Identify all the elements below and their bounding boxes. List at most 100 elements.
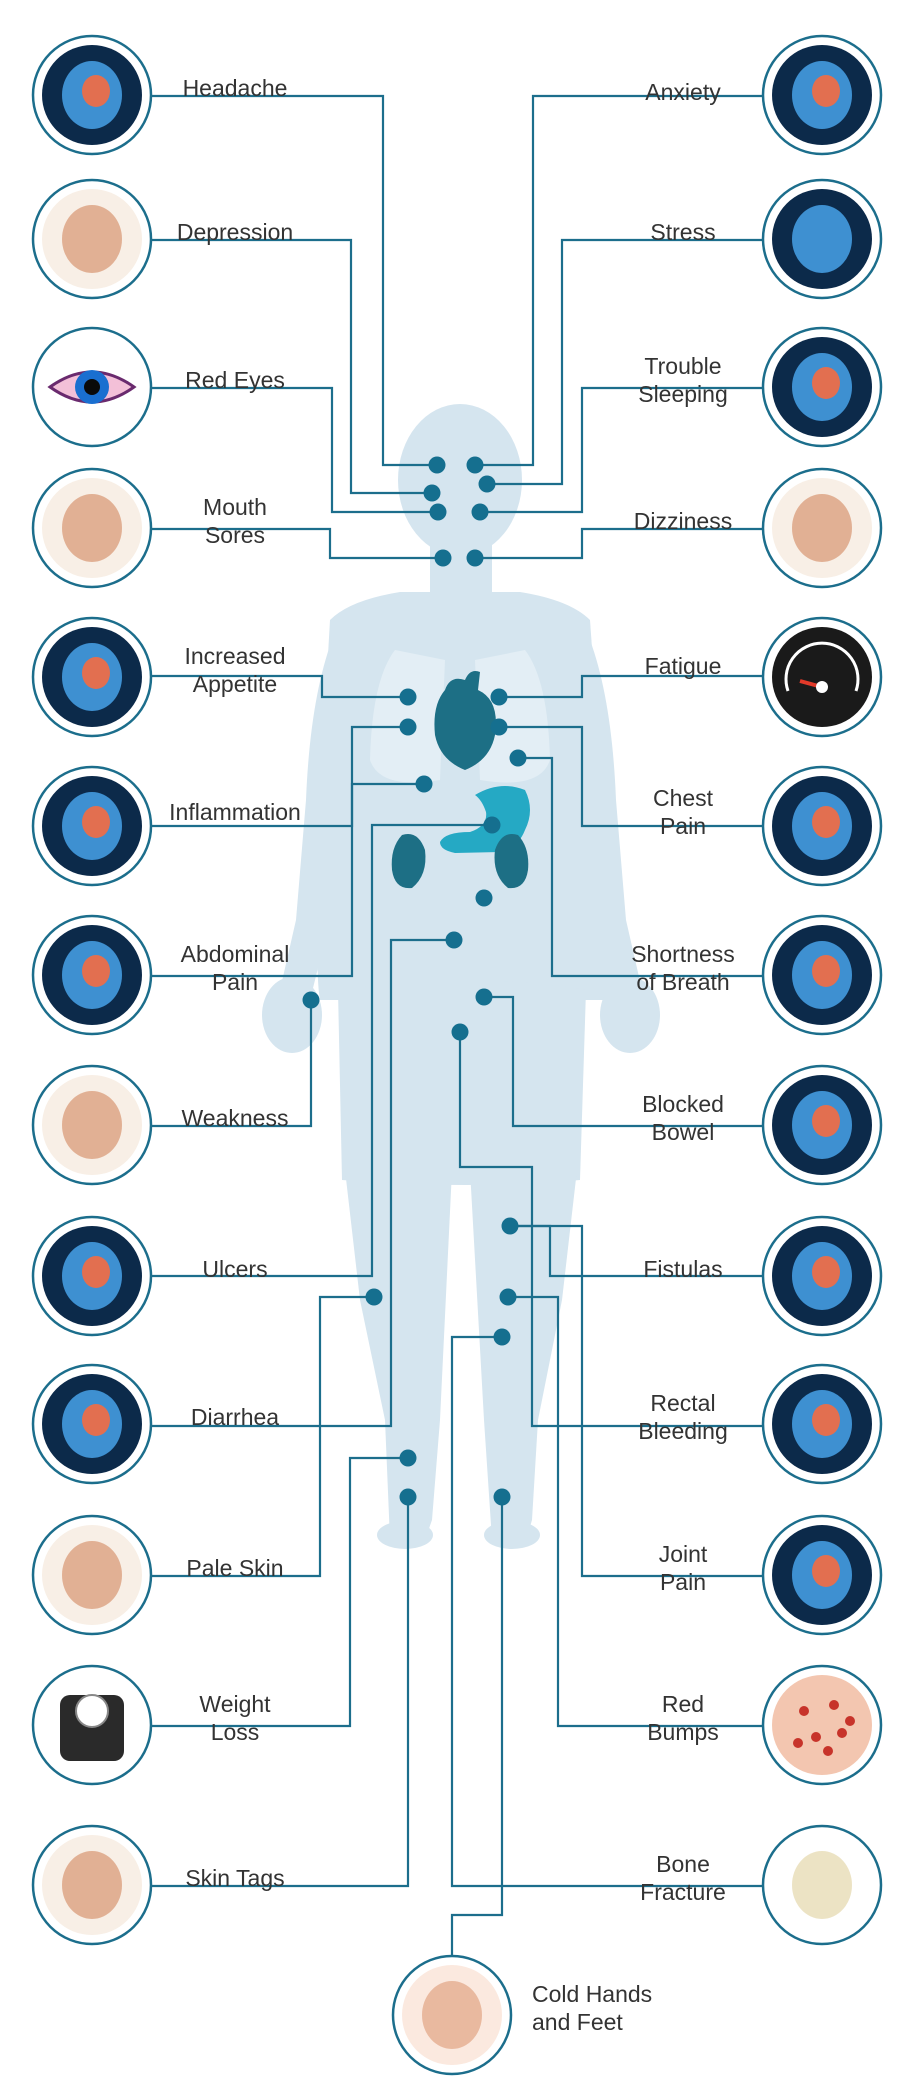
lungs-icon: [772, 925, 872, 1025]
depressed-woman-icon-shape: [62, 205, 122, 273]
symptom-bottom: [391, 1954, 513, 2076]
body-point: [490, 718, 508, 736]
fistula-icon-highlight: [812, 1256, 840, 1288]
symptom-left_symptoms-8: [31, 1215, 153, 1337]
symptom-label: Dizziness: [633, 508, 733, 534]
knee-joint-icon-highlight: [812, 1555, 840, 1587]
connector-line: [500, 674, 763, 699]
dizzy-woman-icon: [772, 478, 872, 578]
symptom-right_symptoms-4: [761, 616, 883, 738]
connector-line: [487, 238, 763, 486]
connector-line: [508, 1295, 763, 1728]
connector-line: [151, 674, 408, 699]
head-shape: [398, 404, 522, 556]
colon-icon: [772, 1374, 872, 1474]
skin-tags-icon-shape: [62, 1851, 122, 1919]
ulcer-stomach-icon-highlight: [82, 1256, 110, 1288]
body-point: [478, 475, 496, 493]
symptom-left_symptoms-1: [31, 178, 153, 300]
eye-icon: [42, 337, 142, 437]
body-point: [302, 991, 320, 1009]
bowel-icon-highlight: [812, 1105, 840, 1137]
bump: [799, 1706, 809, 1716]
fuel-gauge-icon: [772, 627, 872, 727]
symptom-label: Rectal Bleeding: [638, 1390, 728, 1444]
connector-line: [475, 527, 763, 560]
body-point: [475, 988, 493, 1006]
sleeping-icon: [772, 337, 872, 437]
symptom-right_symptoms-3: [761, 467, 883, 589]
connector-line: [480, 386, 763, 514]
stomach-icon-highlight: [82, 657, 110, 689]
symptom-label: Bone Fracture: [640, 1851, 726, 1905]
right-hand-shape: [600, 977, 660, 1053]
left-lung-shape: [370, 650, 445, 783]
symptom-label: Fatigue: [644, 653, 722, 679]
body-point: [451, 1023, 469, 1041]
connector-line: [151, 386, 432, 514]
connector-line: [151, 938, 452, 1428]
connector-line: [151, 823, 492, 1278]
connector-line: [500, 725, 763, 828]
left-arm-shape: [280, 640, 348, 1000]
body-point: [399, 1449, 417, 1467]
gauge-arc: [784, 641, 860, 692]
symptom-right_symptoms-0: [761, 34, 883, 156]
torso-organs-icon: [42, 776, 142, 876]
hand-bones-icon-shape: [792, 1851, 852, 1919]
bowel-icon: [772, 1075, 872, 1175]
left-foot-shape: [377, 1521, 433, 1549]
connector-line: [450, 1335, 763, 1888]
symptom-right_symptoms-6: [761, 914, 883, 1036]
body-point: [499, 1288, 517, 1306]
symptom-right_symptoms-10: [761, 1514, 883, 1636]
connector-line: [151, 782, 424, 978]
body-points: [302, 456, 527, 1506]
right-lung-shape: [475, 650, 550, 783]
symptom-left_symptoms-10: [31, 1514, 153, 1636]
symptom-left_symptoms-0: [31, 34, 153, 156]
symptom-label: Chest Pain: [652, 785, 714, 839]
sleeping-icon-highlight: [812, 367, 840, 399]
torso-organs-icon-highlight: [82, 806, 110, 838]
neck-shape: [430, 540, 492, 600]
symptom-left_symptoms-11: [31, 1664, 153, 1786]
symptom-right_symptoms-1: [761, 178, 883, 300]
symptom-label: Mouth Sores: [203, 494, 267, 548]
body-point: [493, 1488, 511, 1506]
knee-joint-icon: [772, 1525, 872, 1625]
hips-shape: [338, 980, 586, 1185]
body-point: [501, 1217, 519, 1235]
symptom-left_symptoms-9: [31, 1363, 153, 1485]
foot-icon-shape: [422, 1981, 482, 2049]
symptom-label: Blocked Bowel: [642, 1091, 724, 1145]
right-foot-shape: [484, 1521, 540, 1549]
body-point: [423, 484, 441, 502]
connector-line: [151, 1000, 313, 1128]
connector-line: [518, 756, 763, 978]
red-bumps-icon: [772, 1675, 872, 1775]
symptom-left_symptoms-4: [31, 616, 153, 738]
symptom-label: Inflammation: [169, 799, 301, 825]
symptom-label: Increased Appetite: [184, 643, 286, 697]
eye-pupil: [84, 379, 100, 395]
body-point: [399, 1488, 417, 1506]
intestine-icon: [42, 1374, 142, 1474]
torso-shape: [317, 592, 612, 1000]
colon-icon-highlight: [812, 1404, 840, 1436]
body-point: [493, 1328, 511, 1346]
symptom-right_symptoms-9: [761, 1363, 883, 1485]
symptom-label: Diarrhea: [190, 1404, 280, 1430]
body-point: [475, 889, 493, 907]
heart-chest-icon-highlight: [812, 806, 840, 838]
symptom-label: Red Bumps: [647, 1691, 719, 1745]
bump: [837, 1728, 847, 1738]
scale-dial: [75, 1694, 109, 1728]
body-point: [466, 456, 484, 474]
body-silhouette: [262, 404, 660, 1549]
symptom-circles: [31, 34, 883, 2076]
symptom-right_symptoms-12: [761, 1824, 883, 1946]
connector-line: [151, 527, 440, 560]
